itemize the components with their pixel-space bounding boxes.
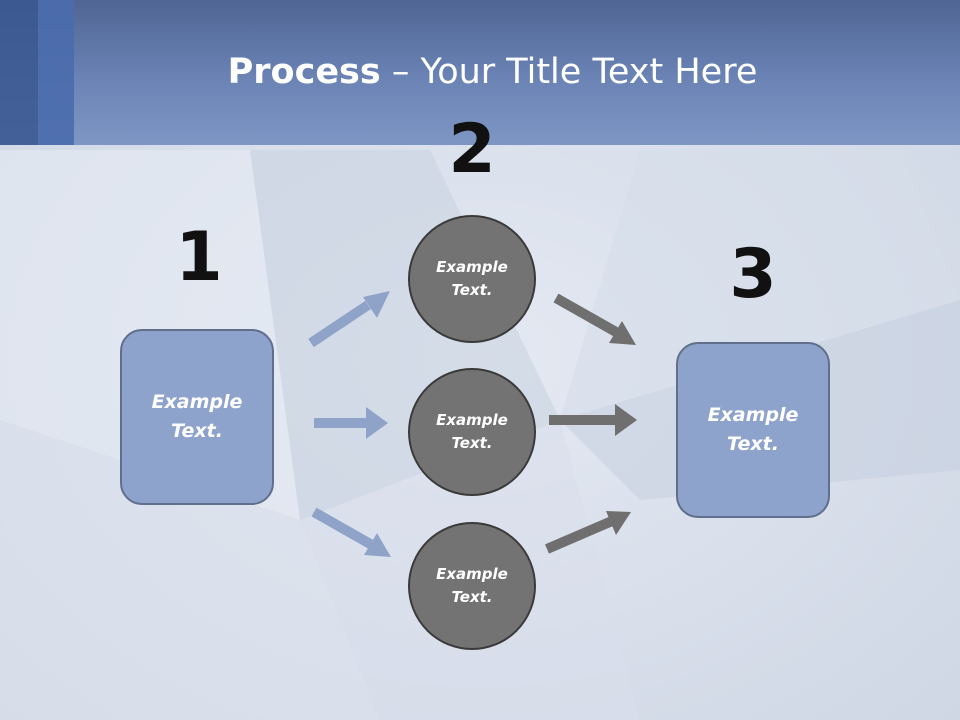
step-1-text-line2: Text. <box>171 420 223 442</box>
header-accent-stripe <box>0 0 38 145</box>
header-accent-stripe <box>38 0 74 145</box>
step-1-text-line1: Example <box>151 391 243 413</box>
header-banner <box>0 0 960 145</box>
arrow-gray-up <box>545 511 631 554</box>
step-1-box: Example Text. <box>120 329 274 505</box>
slide-title: Process – Your Title Text Here <box>0 52 960 92</box>
step-2-circle-top: Example Text. <box>408 215 536 343</box>
circle-label: Example Text. <box>436 409 508 455</box>
circle-label: Example Text. <box>436 563 508 609</box>
circle-text-line2: Text. <box>451 281 493 299</box>
circle-text-line2: Text. <box>451 434 493 452</box>
arrow-blue-down <box>311 507 391 557</box>
step-3-box: Example Text. <box>676 342 830 518</box>
step-1-number: 1 <box>175 218 223 297</box>
circle-text-line1: Example <box>436 411 508 429</box>
slide-title-rest: – Your Title Text Here <box>380 52 758 92</box>
step-2-circle-bottom: Example Text. <box>408 522 536 650</box>
step-3-label: Example Text. <box>708 401 799 459</box>
arrow-blue-up <box>308 291 390 348</box>
circle-text-line2: Text. <box>451 588 493 606</box>
slide-title-bold: Process <box>227 52 381 92</box>
circle-text-line1: Example <box>436 565 508 583</box>
arrow-gray-right <box>549 404 637 436</box>
step-2-circle-middle: Example Text. <box>408 368 536 496</box>
step-3-text-line2: Text. <box>727 433 779 455</box>
circle-text-line1: Example <box>436 258 508 276</box>
arrow-blue-right <box>314 407 388 439</box>
arrow-gray-down <box>553 293 636 345</box>
step-1-label: Example Text. <box>152 388 243 446</box>
step-3-text-line1: Example <box>707 404 799 426</box>
step-3-number: 3 <box>729 235 777 314</box>
circle-label: Example Text. <box>436 256 508 302</box>
step-2-number: 2 <box>448 110 496 189</box>
